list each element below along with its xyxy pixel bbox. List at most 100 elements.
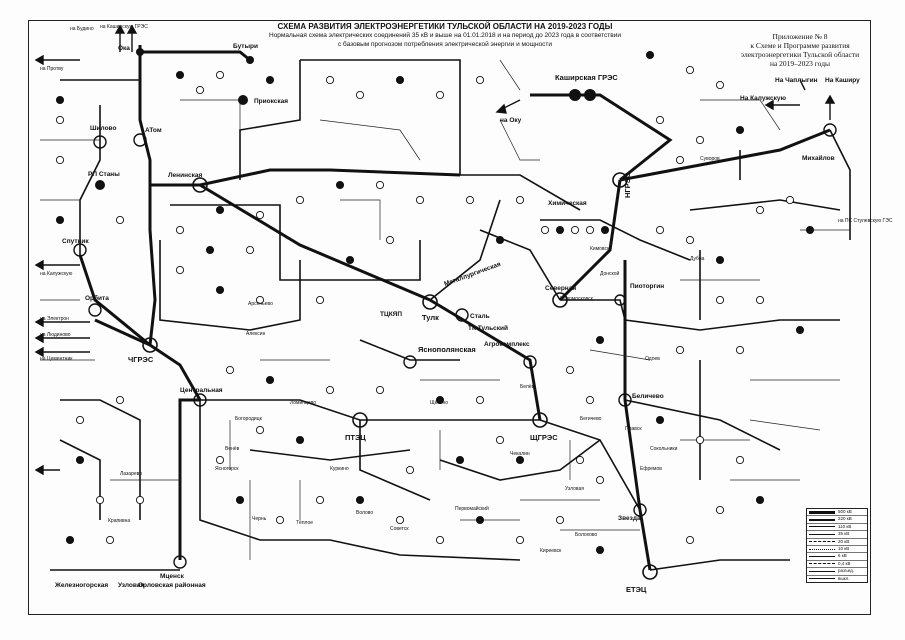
minor-substation[interactable] <box>805 225 815 235</box>
minor-substation[interactable] <box>115 215 125 225</box>
minor-substation[interactable] <box>395 75 405 85</box>
minor-substation[interactable] <box>225 365 235 375</box>
minor-substation[interactable] <box>345 255 355 265</box>
minor-substation[interactable] <box>455 455 465 465</box>
substation-belichevo[interactable] <box>618 393 632 407</box>
minor-substation[interactable] <box>55 95 65 105</box>
minor-substation[interactable] <box>215 455 225 465</box>
substation-tulk[interactable] <box>422 294 438 310</box>
substation-priokskaya[interactable] <box>238 95 248 105</box>
substation-rp-stany[interactable] <box>95 180 105 190</box>
minor-substation[interactable] <box>175 70 185 80</box>
minor-substation[interactable] <box>755 295 765 305</box>
minor-substation[interactable] <box>255 295 265 305</box>
substation-zvezda[interactable] <box>633 503 647 517</box>
minor-substation[interactable] <box>385 235 395 245</box>
minor-substation[interactable] <box>255 210 265 220</box>
minor-substation[interactable] <box>275 515 285 525</box>
substation-ngres[interactable] <box>612 172 628 188</box>
minor-substation[interactable] <box>735 125 745 135</box>
substation-chgres[interactable] <box>142 337 158 353</box>
minor-substation[interactable] <box>55 115 65 125</box>
minor-substation[interactable] <box>475 75 485 85</box>
minor-substation[interactable] <box>295 195 305 205</box>
minor-substation[interactable] <box>645 50 655 60</box>
minor-substation[interactable] <box>685 535 695 545</box>
minor-substation[interactable] <box>540 225 550 235</box>
minor-substation[interactable] <box>55 155 65 165</box>
minor-substation[interactable] <box>235 495 245 505</box>
minor-substation[interactable] <box>95 495 105 505</box>
substation-atom[interactable] <box>133 133 147 147</box>
minor-substation[interactable] <box>695 435 705 445</box>
minor-substation[interactable] <box>715 295 725 305</box>
minor-substation[interactable] <box>315 495 325 505</box>
minor-substation[interactable] <box>335 180 345 190</box>
minor-substation[interactable] <box>415 195 425 205</box>
substation-butyri[interactable] <box>246 56 254 64</box>
minor-substation[interactable] <box>675 155 685 165</box>
minor-substation[interactable] <box>655 225 665 235</box>
minor-substation[interactable] <box>675 345 685 355</box>
minor-substation[interactable] <box>245 245 255 255</box>
substation-shchgres[interactable] <box>532 412 548 428</box>
minor-substation[interactable] <box>495 435 505 445</box>
minor-substation[interactable] <box>475 395 485 405</box>
minor-substation[interactable] <box>515 195 525 205</box>
minor-substation[interactable] <box>265 375 275 385</box>
minor-substation[interactable] <box>565 365 575 375</box>
minor-substation[interactable] <box>600 225 610 235</box>
minor-substation[interactable] <box>375 180 385 190</box>
minor-substation[interactable] <box>515 535 525 545</box>
minor-substation[interactable] <box>395 515 405 525</box>
minor-substation[interactable] <box>435 395 445 405</box>
minor-substation[interactable] <box>575 455 585 465</box>
substation-leninskaya[interactable] <box>192 177 208 193</box>
minor-substation[interactable] <box>715 80 725 90</box>
minor-substation[interactable] <box>555 225 565 235</box>
minor-substation[interactable] <box>375 385 385 395</box>
minor-substation[interactable] <box>795 325 805 335</box>
minor-substation[interactable] <box>355 90 365 100</box>
minor-substation[interactable] <box>175 225 185 235</box>
minor-substation[interactable] <box>325 75 335 85</box>
minor-substation[interactable] <box>215 205 225 215</box>
minor-substation[interactable] <box>115 395 125 405</box>
minor-substation[interactable] <box>755 495 765 505</box>
substation-piotorgin[interactable] <box>614 294 626 306</box>
minor-substation[interactable] <box>570 225 580 235</box>
substation-oka[interactable] <box>136 48 144 56</box>
minor-substation[interactable] <box>65 535 75 545</box>
substation-stal[interactable] <box>455 308 469 322</box>
minor-substation[interactable] <box>475 515 485 525</box>
minor-substation[interactable] <box>695 135 705 145</box>
substation-severnaya[interactable] <box>552 292 568 308</box>
minor-substation[interactable] <box>295 435 305 445</box>
minor-substation[interactable] <box>735 345 745 355</box>
minor-substation[interactable] <box>195 85 205 95</box>
minor-substation[interactable] <box>715 255 725 265</box>
minor-substation[interactable] <box>135 495 145 505</box>
minor-substation[interactable] <box>655 115 665 125</box>
minor-substation[interactable] <box>315 295 325 305</box>
substation-mikhailov[interactable] <box>823 123 837 137</box>
substation-kashirskaya-gres[interactable] <box>569 89 581 101</box>
minor-substation[interactable] <box>515 455 525 465</box>
minor-substation[interactable] <box>205 245 215 255</box>
minor-substation[interactable] <box>75 415 85 425</box>
minor-substation[interactable] <box>465 195 475 205</box>
minor-substation[interactable] <box>435 535 445 545</box>
minor-substation[interactable] <box>585 225 595 235</box>
minor-substation[interactable] <box>735 455 745 465</box>
minor-substation[interactable] <box>435 90 445 100</box>
substation-etets[interactable] <box>642 564 658 580</box>
minor-substation[interactable] <box>75 455 85 465</box>
minor-substation[interactable] <box>215 285 225 295</box>
minor-substation[interactable] <box>595 335 605 345</box>
substation-mtsensk[interactable] <box>173 555 187 569</box>
minor-substation[interactable] <box>175 265 185 275</box>
substation-ptets[interactable] <box>352 412 368 428</box>
minor-substation[interactable] <box>785 195 795 205</box>
minor-substation[interactable] <box>405 465 415 475</box>
substation-orbita[interactable] <box>88 303 102 317</box>
